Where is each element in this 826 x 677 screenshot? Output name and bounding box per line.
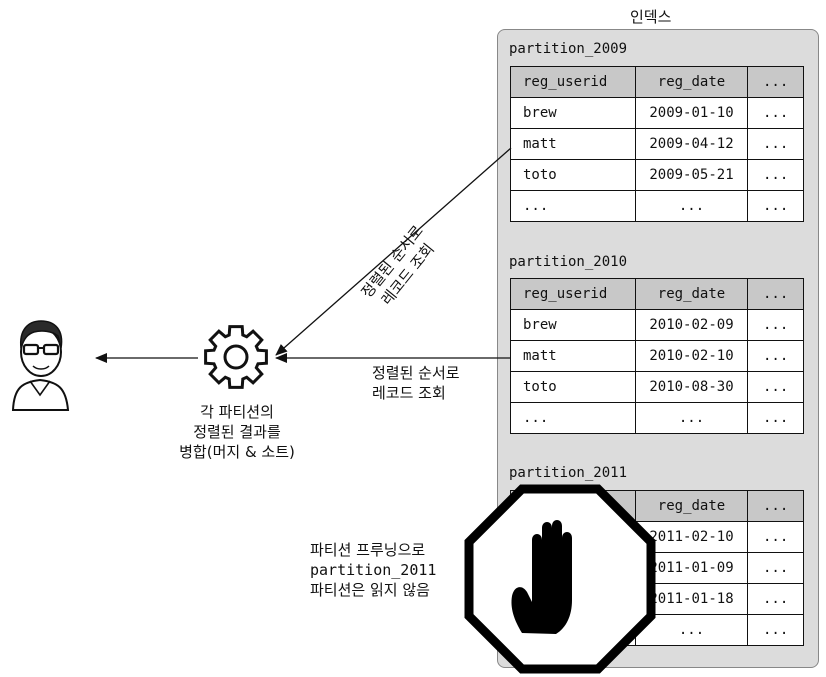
table-row: ... ... ...: [510, 402, 804, 434]
cell-date: 2009-04-12: [634, 128, 749, 160]
merge-label: 각 파티션의 정렬된 결과를 병합(머지 & 소트): [167, 402, 307, 462]
partition-table-2010: reg_userid reg_date ... brew 2010-02-09 …: [510, 278, 804, 434]
caption-line: 정렬된 결과를: [193, 423, 281, 441]
cell-more: ...: [747, 340, 804, 372]
partition-label: partition_2010: [509, 254, 628, 270]
cell-more: ...: [747, 309, 804, 341]
cell-userid: ...: [510, 402, 636, 434]
column-header: reg_userid: [510, 66, 636, 98]
cell-date: 2009-01-10: [634, 97, 749, 129]
partition-table-2009: reg_userid reg_date ... brew 2009-01-10 …: [510, 66, 804, 222]
cell-more: ...: [747, 190, 804, 222]
cell-userid: ...: [510, 190, 636, 222]
column-header: reg_date: [634, 278, 749, 310]
table-row: matt 2009-04-12 ...: [510, 128, 804, 160]
cell-date: 2010-02-10: [634, 340, 749, 372]
cell-date: 2009-05-21: [634, 159, 749, 191]
cell-date: ...: [634, 402, 749, 434]
caption-line: 정렬된 순서로: [372, 364, 460, 382]
caption-line: 파티션은 읽지 않음: [310, 581, 430, 599]
table-row: brew 2009-01-10 ...: [510, 97, 804, 129]
cell-date: ...: [634, 190, 749, 222]
cell-date: 2010-02-09: [634, 309, 749, 341]
caption-line: 병합(머지 & 소트): [179, 443, 295, 461]
diagonal-read-arrow: [275, 147, 512, 356]
column-header: reg_date: [634, 490, 749, 522]
column-header: ...: [747, 278, 804, 310]
cell-more: ...: [747, 128, 804, 160]
cell-userid: matt: [510, 128, 636, 160]
column-header: reg_userid: [510, 278, 636, 310]
cell-more: ...: [747, 552, 804, 584]
cell-more: ...: [747, 521, 804, 553]
cell-more: ...: [747, 614, 804, 646]
cell-userid: matt: [510, 340, 636, 372]
column-header: reg_date: [634, 66, 749, 98]
cell-userid: brew: [510, 97, 636, 129]
pruning-label: 파티션 프루닝으로 partition_2011 파티션은 읽지 않음: [310, 540, 436, 600]
gear-icon: [204, 325, 268, 389]
table-header-row: reg_userid reg_date ...: [510, 278, 804, 310]
stop-hand-icon: [464, 484, 656, 674]
table-row: toto 2010-08-30 ...: [510, 371, 804, 403]
caption-line: 파티션 프루닝으로: [310, 541, 426, 559]
table-header-row: reg_userid reg_date ...: [510, 66, 804, 98]
index-title: 인덱스: [630, 8, 672, 26]
partition-label: partition_2011: [509, 465, 628, 481]
user-avatar-icon: [11, 320, 70, 411]
column-header: ...: [747, 490, 804, 522]
caption-line: partition_2011: [310, 561, 437, 579]
caption-line: 각 파티션의: [200, 403, 274, 421]
caption-line: 레코드 조회: [372, 384, 446, 402]
cell-more: ...: [747, 402, 804, 434]
table-row: matt 2010-02-10 ...: [510, 340, 804, 372]
column-header: ...: [747, 66, 804, 98]
cell-more: ...: [747, 583, 804, 615]
cell-userid: toto: [510, 371, 636, 403]
horizontal-arrow-label: 정렬된 순서로 레코드 조회: [372, 363, 460, 403]
partition-label: partition_2009: [509, 41, 628, 57]
table-row: ... ... ...: [510, 190, 804, 222]
